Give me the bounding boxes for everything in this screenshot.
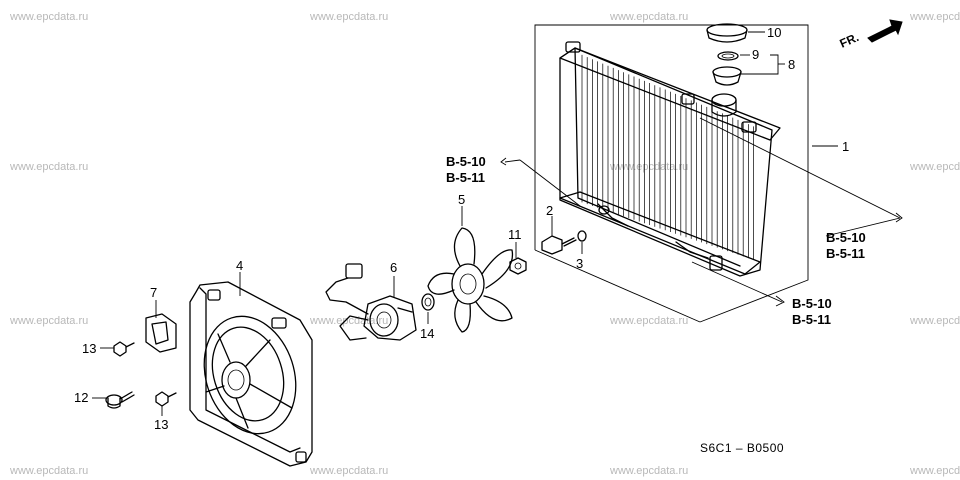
section-references: B-5-10 B-5-11 B-5-10 B-5-11 B-5-10 B-5-1… bbox=[446, 154, 866, 327]
section-ref-upper-left-b: B-5-11 bbox=[446, 170, 485, 185]
watermark: www.epcdata.ru bbox=[9, 161, 88, 173]
callout-bolt-lower: 13 bbox=[154, 417, 168, 432]
direction-label: FR. bbox=[838, 30, 861, 51]
watermark: www.epcdata.ru bbox=[9, 315, 88, 327]
fan-motor-drawing bbox=[325, 263, 417, 341]
callout-cap-assembly: 8 bbox=[788, 57, 795, 72]
direction-arrow-icon bbox=[867, 19, 903, 43]
watermark: www.epcdata.ru bbox=[9, 11, 88, 23]
callouts: 1 2 3 4 5 6 7 8 9 10 11 12 13 13 14 bbox=[74, 25, 849, 432]
section-ref-lower-right-a: B-5-10 bbox=[792, 296, 832, 311]
callout-washer: 14 bbox=[420, 326, 434, 341]
callout-drain-plug: 2 bbox=[546, 203, 553, 218]
callout-bolt-upper: 13 bbox=[82, 341, 96, 356]
section-ref-lower-right-b: B-5-11 bbox=[792, 312, 831, 327]
callout-cap: 10 bbox=[767, 25, 781, 40]
watermark: www.epcdata.ru bbox=[609, 161, 688, 173]
callout-drain-plug-oring: 3 bbox=[576, 256, 583, 271]
watermark: www.epcdata.ru bbox=[9, 465, 88, 477]
watermarks: www.epcdata.ru www.epcdata.ru www.epcdat… bbox=[9, 11, 960, 477]
reference-leaders bbox=[500, 117, 903, 307]
fan-drawing bbox=[427, 206, 514, 333]
watermark: www.epcdata.ru bbox=[609, 315, 688, 327]
watermark: www.epcdata.ru bbox=[609, 465, 688, 477]
drain-plug-parts bbox=[541, 216, 587, 255]
callout-wire-holder: 7 bbox=[150, 285, 157, 300]
callout-bolt-washer: 12 bbox=[74, 390, 88, 405]
watermark: www.epcdata.ru bbox=[909, 11, 960, 23]
callout-radiator: 1 bbox=[842, 139, 849, 154]
callout-cap-oring: 9 bbox=[752, 47, 759, 62]
radiator-assembly-box bbox=[534, 24, 809, 323]
radiator-fins bbox=[581, 54, 754, 260]
callout-fan-shroud: 4 bbox=[236, 258, 243, 273]
callout-fan: 5 bbox=[458, 192, 465, 207]
section-ref-right-b: B-5-11 bbox=[826, 246, 865, 261]
callout-nut: 11 bbox=[508, 227, 522, 242]
watermark: www.epcdata.ru bbox=[309, 11, 388, 23]
fan-shroud-drawing bbox=[189, 272, 313, 467]
watermark: www.epcdata.ru bbox=[309, 315, 388, 327]
callout-fan-motor: 6 bbox=[390, 260, 397, 275]
watermark: www.epcdata.ru bbox=[909, 315, 960, 327]
wire-holder-drawing bbox=[145, 300, 177, 353]
washer-drawing bbox=[421, 293, 435, 324]
section-ref-upper-left-a: B-5-10 bbox=[446, 154, 486, 169]
front-direction-marker: FR. bbox=[838, 19, 903, 51]
cap-parts bbox=[706, 23, 785, 86]
diagram-code: S6C1 – B0500 bbox=[700, 441, 784, 455]
radiator-drawing bbox=[559, 41, 781, 277]
section-ref-right-a: B-5-10 bbox=[826, 230, 866, 245]
bolts-drawing bbox=[92, 341, 177, 416]
watermark: www.epcdata.ru bbox=[909, 465, 960, 477]
watermark: www.epcdata.ru bbox=[609, 11, 688, 23]
nut-drawing bbox=[509, 242, 527, 275]
watermark: www.epcdata.ru bbox=[909, 161, 960, 173]
watermark: www.epcdata.ru bbox=[309, 465, 388, 477]
